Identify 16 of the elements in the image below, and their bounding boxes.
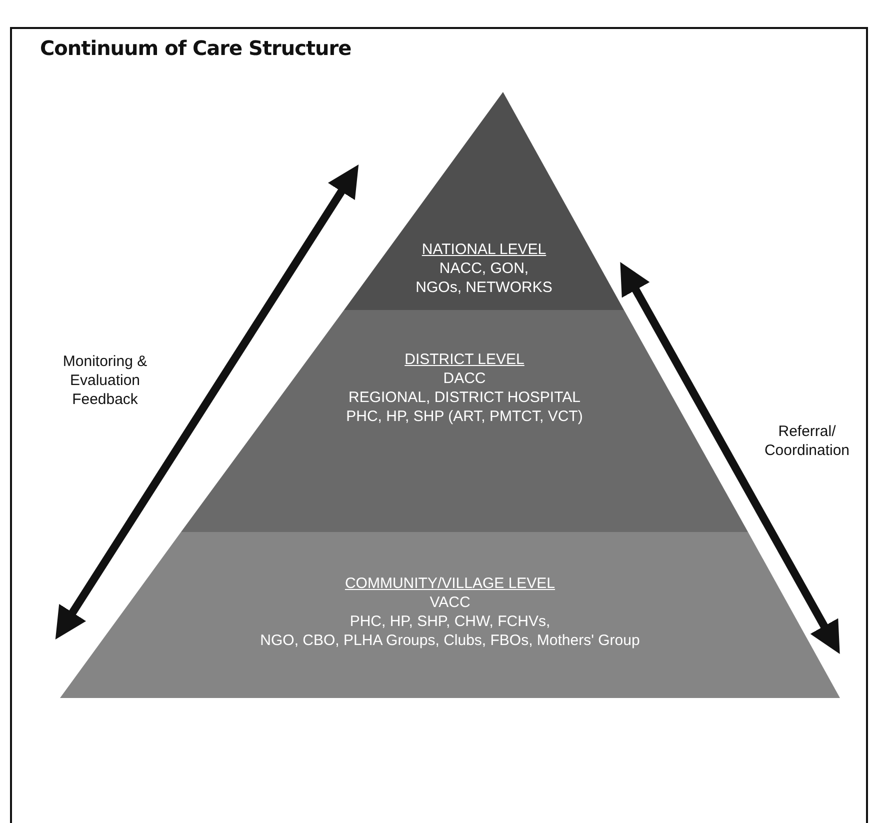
tier-text: REGIONAL, DISTRICT HOSPITAL bbox=[348, 388, 580, 407]
double-arrow bbox=[620, 262, 840, 654]
tier-heading: NATIONAL LEVEL bbox=[422, 240, 546, 259]
tier-text: NGOs, NETWORKS bbox=[416, 278, 552, 297]
tier-heading: DISTRICT LEVEL bbox=[404, 350, 524, 369]
tier-text: PHC, HP, SHP (ART, PMTCT, VCT) bbox=[346, 407, 583, 426]
tier-text: VACC bbox=[430, 593, 470, 612]
pyramid-tier bbox=[60, 532, 840, 698]
tier-text: DACC bbox=[443, 369, 486, 388]
tier-text: NACC, GON, bbox=[439, 259, 529, 278]
double-arrow bbox=[55, 164, 359, 640]
tier-text: NGO, CBO, PLHA Groups, Clubs, FBOs, Mothers' Group bbox=[260, 631, 640, 650]
pyramid-tier bbox=[181, 310, 748, 532]
diagram-title: Continuum of Care Structure bbox=[40, 36, 352, 60]
tier-heading: COMMUNITY/VILLAGE LEVEL bbox=[344, 574, 556, 593]
tier-text: PHC, HP, SHP, CHW, FCHVs, bbox=[350, 612, 550, 631]
